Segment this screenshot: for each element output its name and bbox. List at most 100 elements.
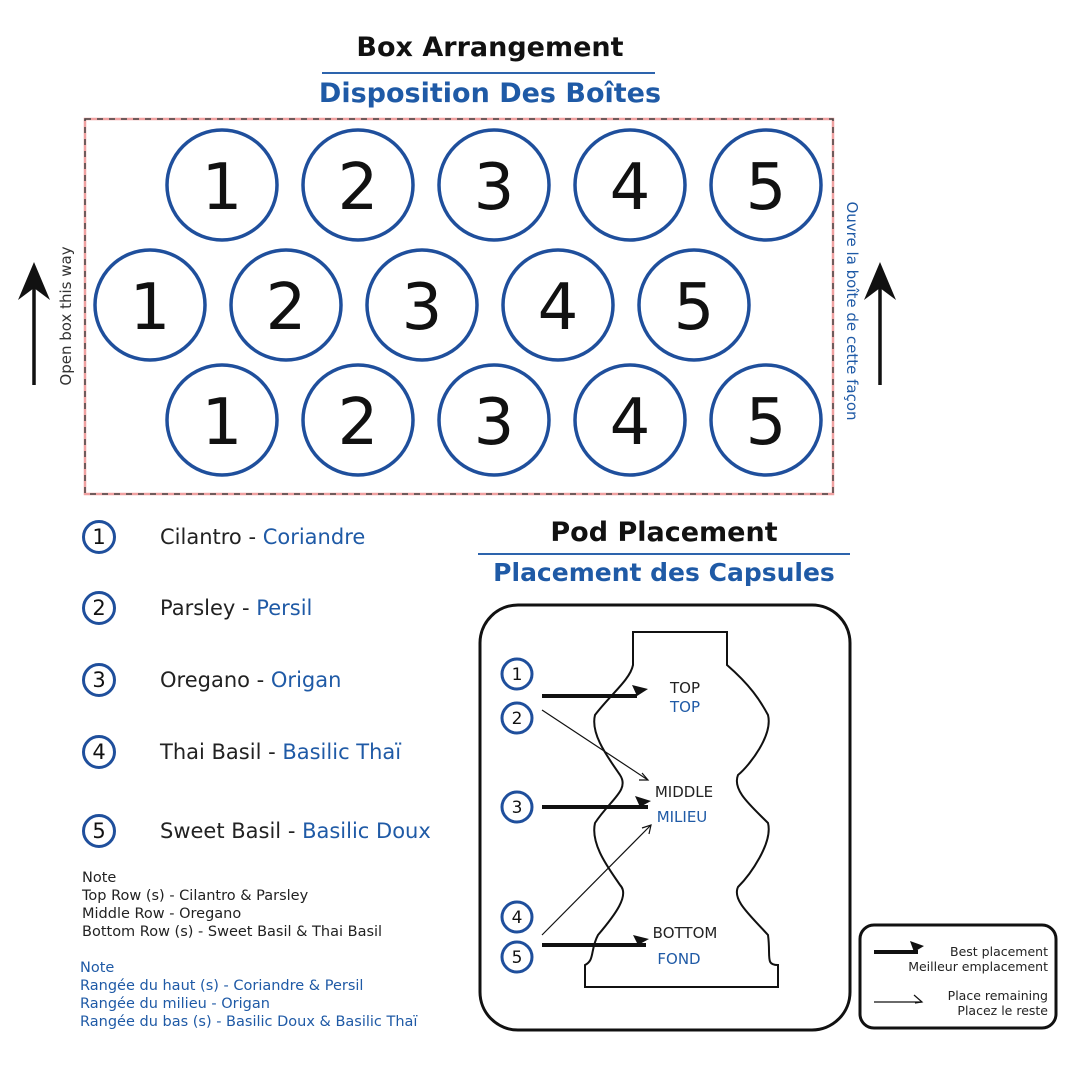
legend-label-fr: Basilic Thaï — [282, 740, 402, 764]
open-box-label: Open box this way — [57, 246, 75, 386]
best-arrow-middle — [542, 796, 651, 809]
pod-number-badge — [500, 790, 534, 824]
legend-item: 4 Thai Basil - Basilic Thaï — [82, 732, 401, 772]
key-panel — [858, 923, 1058, 1030]
box-pod-circle — [165, 363, 279, 477]
key-best-arrow — [874, 941, 924, 954]
pod-title-divider — [478, 553, 850, 555]
legend-number-badge: 2 — [82, 591, 116, 625]
box-pod-number: 5 — [746, 386, 787, 460]
legend-label: Thai Basil - Basilic Thaï — [160, 740, 401, 764]
box-pod-circle — [93, 248, 207, 362]
box-pod-circle — [709, 128, 823, 242]
legend-label-fr: Persil — [256, 596, 313, 620]
box-pod-number: 1 — [202, 386, 243, 460]
box-pod-circle — [301, 128, 415, 242]
box-pod-number: 4 — [538, 271, 579, 345]
legend-item: 1 Cilantro - Coriandre — [82, 517, 365, 557]
best-arrow-bottom — [542, 935, 649, 947]
box-arrangement-title: Box Arrangement — [356, 32, 624, 63]
box-pod-number: 1 — [130, 271, 171, 345]
box-pod-circle — [437, 128, 551, 242]
key-remaining-arrow — [874, 994, 924, 1004]
box-arrangement-title-fr: Disposition Des Boîtes — [318, 78, 662, 109]
box-outline — [83, 117, 835, 496]
box-pod-number: 2 — [266, 271, 307, 345]
legend-label-en: Thai Basil - — [160, 740, 283, 764]
pod-number: 2 — [512, 709, 523, 729]
key-best-label: Best placement — [950, 944, 1048, 959]
open-direction-arrow-left — [18, 262, 50, 385]
pod-number-badge — [500, 900, 534, 934]
zone-top-fr: TOP — [669, 698, 700, 716]
remaining-arrow-4 — [541, 824, 652, 936]
box-pod-number: 3 — [474, 386, 515, 460]
best-arrow-top — [542, 685, 648, 698]
pod-number-badge — [500, 940, 534, 974]
pod-number: 5 — [512, 948, 523, 968]
zone-middle: MIDDLE — [655, 783, 713, 801]
pod-number-badge — [500, 657, 534, 691]
pod-placement-title: Pod Placement — [550, 517, 778, 548]
box-pod-number: 3 — [402, 271, 443, 345]
zone-top: TOP — [669, 679, 700, 697]
pod-placement-title-fr: Placement des Capsules — [493, 558, 835, 587]
box-pod-circle — [573, 363, 687, 477]
box-pod-number: 2 — [338, 386, 379, 460]
legend-number-badge: 4 — [82, 735, 116, 769]
legend-label: Cilantro - Coriandre — [160, 525, 365, 549]
legend-label-en: Sweet Basil - — [160, 819, 303, 843]
key-remaining-label: Place remaining — [948, 988, 1048, 1003]
legend-item: 2 Parsley - Persil — [82, 588, 312, 628]
box-pod-number: 1 — [202, 151, 243, 225]
zone-bottom-fr: FOND — [657, 950, 700, 968]
legend-label-en: Oregano - — [160, 668, 271, 692]
legend-label-en: Parsley - — [160, 596, 257, 620]
pod-panel — [478, 603, 852, 1032]
legend-label: Parsley - Persil — [160, 596, 312, 620]
box-pod-number: 4 — [610, 151, 651, 225]
legend-label-fr: Coriandre — [262, 525, 366, 549]
box-pod-circle — [301, 363, 415, 477]
zone-middle-fr: MILIEU — [657, 808, 708, 826]
box-pod-number: 3 — [474, 151, 515, 225]
pod-number: 4 — [512, 908, 523, 928]
legend-label-fr: Basilic Doux — [302, 819, 431, 843]
box-pod-number: 2 — [338, 151, 379, 225]
legend-item: 3 Oregano - Origan — [82, 660, 341, 700]
key-best-label-fr: Meilleur emplacement — [908, 959, 1048, 974]
legend-label-en: Cilantro - — [160, 525, 263, 549]
pod-number-badge — [500, 701, 534, 735]
legend-number-badge: 5 — [82, 814, 116, 848]
box-pod-circle — [165, 128, 279, 242]
legend-label-fr: Origan — [270, 668, 342, 692]
pod-number: 3 — [512, 798, 523, 818]
legend-item: 5 Sweet Basil - Basilic Doux — [82, 811, 431, 851]
legend-number-badge: 1 — [82, 520, 116, 554]
box-pod-circle — [573, 128, 687, 242]
legend-label: Sweet Basil - Basilic Doux — [160, 819, 431, 843]
pod-number: 1 — [512, 665, 523, 685]
note-fr: Note Rangée du haut (s) - Coriandre & Pe… — [80, 960, 418, 1030]
box-pod-number: 5 — [746, 151, 787, 225]
box-pod-number: 5 — [674, 271, 715, 345]
box-pod-circle — [637, 248, 751, 362]
open-direction-arrow-right — [864, 262, 896, 385]
box-pod-number: 4 — [610, 386, 651, 460]
note-en: Note Top Row (s) - Cilantro & Parsley Mi… — [82, 870, 383, 940]
remaining-arrow-2 — [541, 709, 650, 781]
key-remaining-label-fr: Placez le reste — [957, 1003, 1048, 1018]
box-pod-circle — [365, 248, 479, 362]
open-box-label-fr: Ouvre la boîte de cette façon — [843, 201, 861, 421]
legend-label: Oregano - Origan — [160, 668, 341, 692]
box-pod-circle — [229, 248, 343, 362]
legend-number-badge: 3 — [82, 663, 116, 697]
box-pod-circle — [709, 363, 823, 477]
box-pod-circle — [501, 248, 615, 362]
title-divider — [322, 72, 655, 74]
box-pod-circle — [437, 363, 551, 477]
zone-bottom: BOTTOM — [653, 924, 718, 942]
pod-silhouette — [584, 631, 779, 988]
